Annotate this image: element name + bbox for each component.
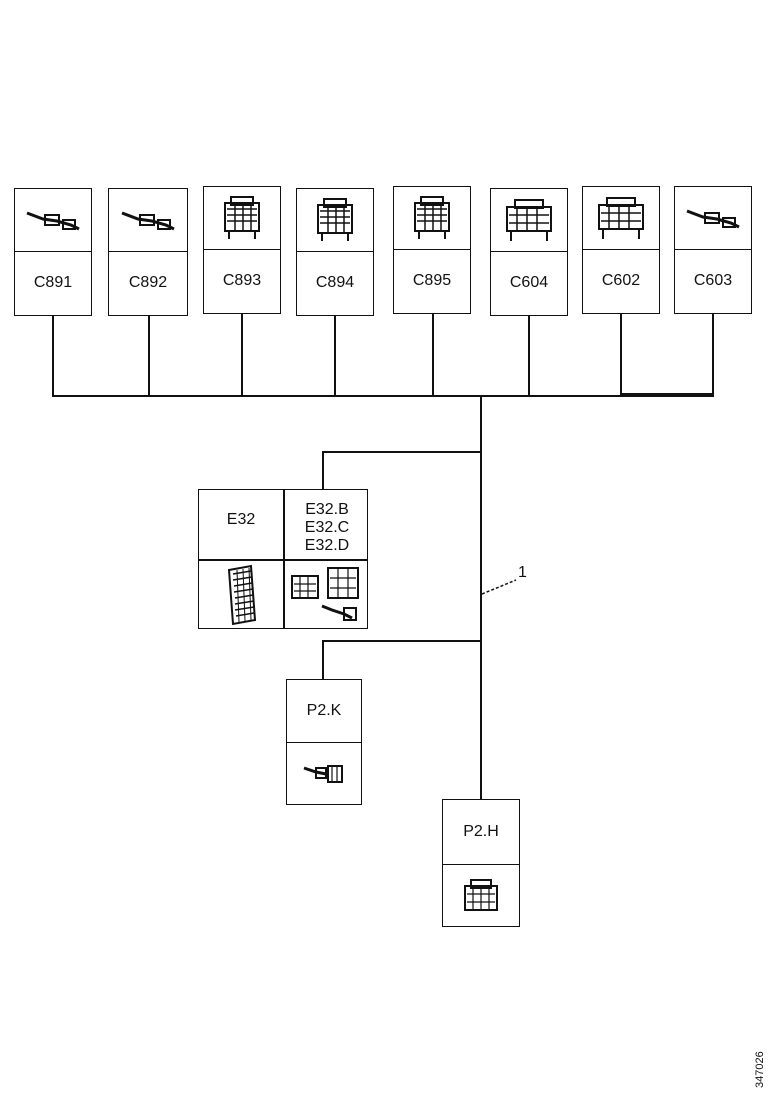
connector-box-c604: C604 [490,188,568,316]
connector-label: C604 [509,274,549,291]
branch-e32-horizontal [322,451,482,453]
e32-main-label: E32 [226,511,256,528]
wire-c603 [712,314,714,396]
e32-sub-label-c: E32.C [304,519,350,536]
e32-sub-label-b: E32.B [305,501,349,518]
wire-c895 [432,314,434,396]
multipin-connector-icon [491,189,567,252]
connector-label: C603 [693,272,733,289]
wire-c604 [528,316,530,396]
connector-label: C892 [128,274,168,291]
wire-c894 [334,316,336,396]
connector-box-p2h: P2.H [442,799,520,927]
connector-box-c603: C603 [674,186,752,314]
connector-label: C602 [601,272,641,289]
connector-box-c894: C894 [296,188,374,316]
wire-c891 [52,316,54,396]
connector-label: C895 [412,272,452,289]
p2h-label: P2.H [443,800,519,865]
connector-box-c602: C602 [582,186,660,314]
multipin-connector-icon [204,187,280,250]
branch-e32-vertical [322,451,324,491]
multipin-connector-icon [394,187,470,250]
branch-p2k-vertical [322,640,324,680]
cable-terminal-icon [675,187,751,250]
multipin-connector-icon [443,865,519,926]
cable-terminal-icon [109,189,187,252]
callout-leader-line [482,579,517,595]
cable-terminal-icon [15,189,91,252]
multipin-connector-icon [583,187,659,250]
wire-c892 [148,316,150,396]
connector-label: C894 [315,274,355,291]
wire-c602 [620,314,622,396]
connector-box-c891: C891 [14,188,92,316]
p2k-label: P2.K [287,680,361,743]
connector-label: C891 [33,274,73,291]
branch-p2k-horizontal [322,640,482,642]
connector-box-c893: C893 [203,186,281,314]
connector-box-c895: C895 [393,186,471,314]
multipin-connector-icon [297,189,373,252]
connector-box-e32: E32 E32.B E32.C E32.D [198,489,368,629]
connector-label: C893 [222,272,262,289]
ecu-connector-icon [199,561,283,629]
reference-number: 347026 [754,1051,766,1088]
trunk [480,396,482,800]
connector-box-c892: C892 [108,188,188,316]
bus-main-thick [620,393,714,395]
callout-number: 1 [518,564,527,581]
connector-box-p2k: P2.K [286,679,362,805]
wire-c893 [241,314,243,396]
e32-sub-label-d: E32.D [304,537,350,554]
cable-terminal-icon [287,743,361,804]
bus-main [52,395,714,397]
multipin-connector-group-icon [285,561,369,629]
